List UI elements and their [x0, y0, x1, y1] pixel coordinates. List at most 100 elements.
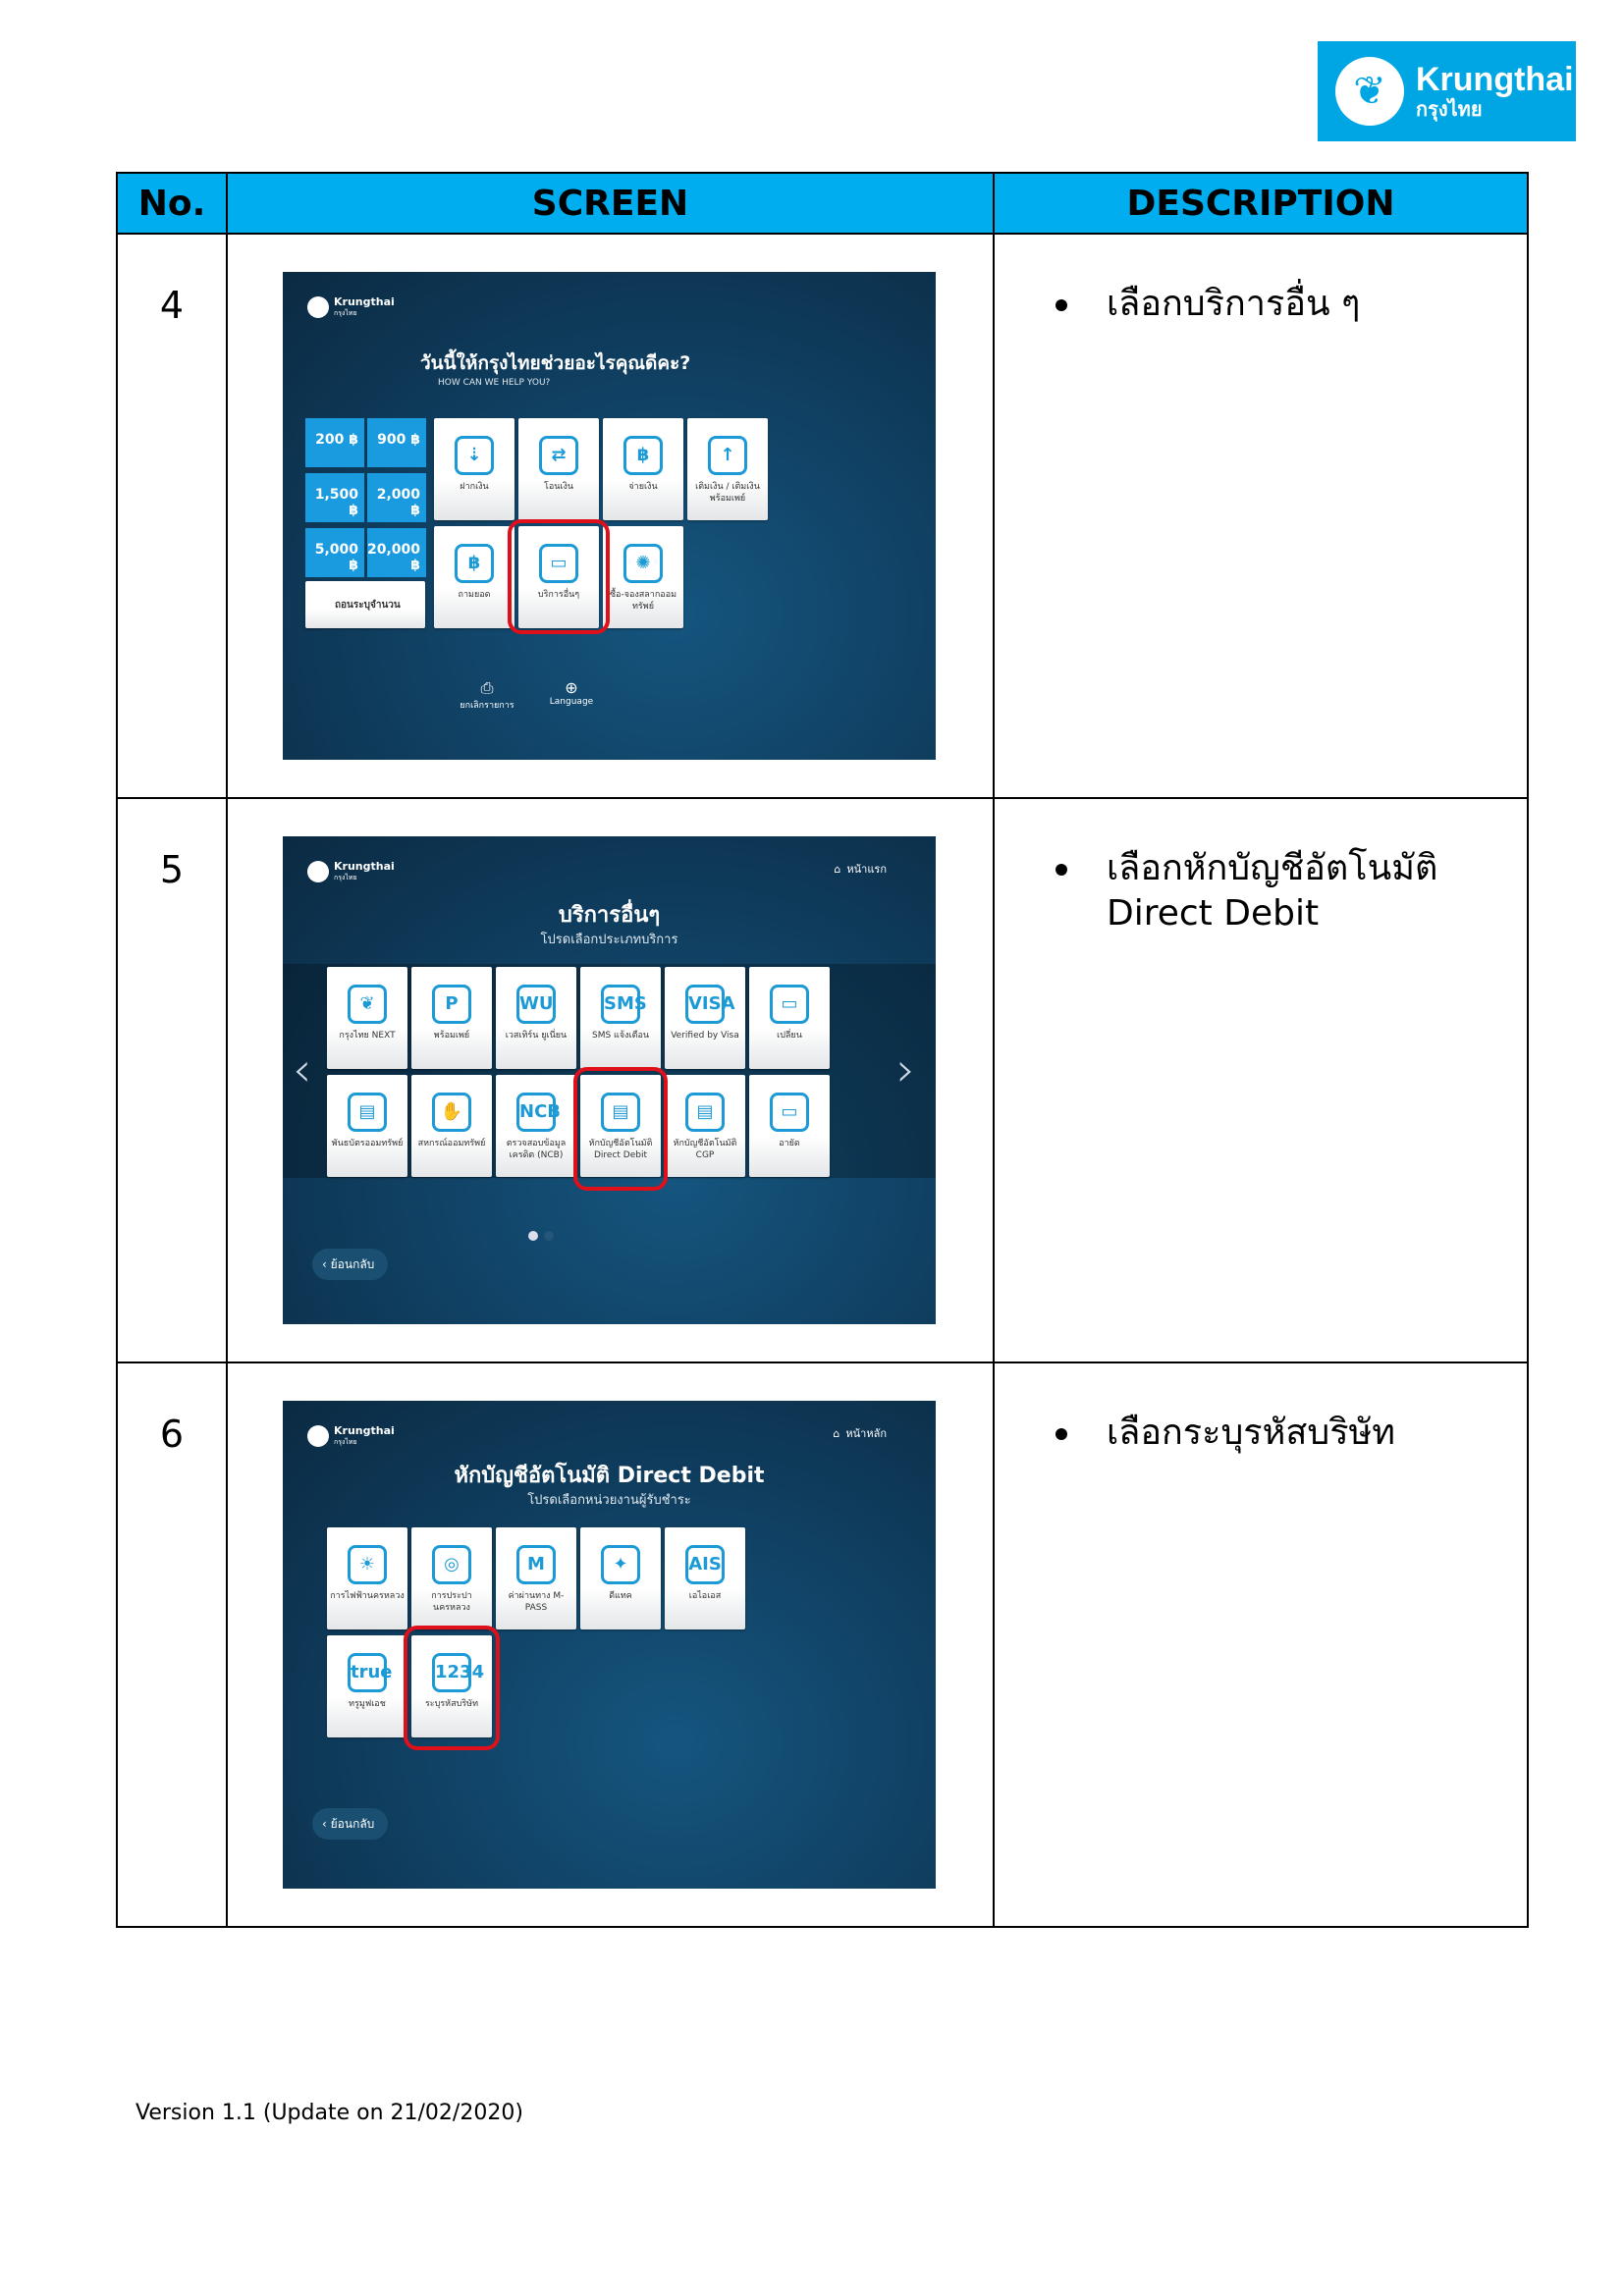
service-icon: ▤	[685, 1093, 725, 1132]
custom-withdraw-button[interactable]: ถอนระบุจำนวน	[305, 581, 425, 628]
logo-name: Krungthai	[1416, 61, 1574, 98]
service-tile[interactable]: true ทรูมูฟเอช	[327, 1635, 407, 1737]
service-icon: ฿	[455, 544, 494, 583]
quick-amount-button[interactable]: 5,000 ฿	[305, 528, 364, 577]
tile-label: ทรูมูฟเอช	[349, 1699, 386, 1709]
cancel-button[interactable]: ⎙ยกเลิกรายการ	[458, 678, 516, 712]
service-tile[interactable]: ▤ พันธบัตรออมทรัพย์	[327, 1075, 407, 1177]
tile-label: การประปานครหลวง	[431, 1591, 472, 1613]
quick-amount-button[interactable]: 900 ฿	[367, 418, 426, 467]
prev-arrow-icon[interactable]: ‹	[293, 1042, 312, 1097]
service-tile[interactable]: 1234 ระบุรหัสบริษัท	[411, 1635, 492, 1737]
quick-amount-button[interactable]: 200 ฿	[305, 418, 364, 467]
service-icon: NCB	[516, 1093, 561, 1132]
quick-amount-button[interactable]: 1,500 ฿	[305, 473, 364, 522]
service-icon: ❦	[348, 985, 387, 1024]
tile-label: SMS แจ้งเตือน	[592, 1031, 649, 1041]
tile-label: ถามยอด	[458, 590, 491, 600]
tile-label: ดีแทค	[609, 1591, 632, 1601]
next-arrow-icon[interactable]: ›	[896, 1042, 916, 1097]
balance-tile[interactable]: ฿ถามยอด	[434, 526, 514, 628]
transfer-tile[interactable]: ⇄ โอนเงิน	[518, 418, 599, 520]
tile-label: ค่าผ่านทาง M-PASS	[508, 1591, 565, 1613]
tile-label: ระบุรหัสบริษัท	[424, 1699, 479, 1709]
service-tile[interactable]: ◎ การประปานครหลวง	[411, 1527, 492, 1629]
screen-subtitle: HOW CAN WE HELP YOU?	[438, 378, 551, 388]
tile-label: พร้อมเพย์	[433, 1031, 470, 1041]
home-button[interactable]: ⌂หน้าแรก	[834, 862, 887, 877]
tile-label: หักบัญชีอัตโนมัติ CGP	[673, 1139, 737, 1160]
quick-amount-button[interactable]: 2,000 ฿	[367, 473, 426, 522]
tile-label: จ่ายเงิน	[628, 482, 658, 492]
service-icon: ↑	[708, 436, 747, 475]
service-tile[interactable]: ▭เปลี่ยน	[749, 967, 830, 1069]
topup-tile[interactable]: ↑เติมเงิน / เติมเงินพร้อมเพย์	[687, 418, 768, 520]
tile-label: เอไอเอส	[688, 1591, 722, 1601]
service-tile[interactable]: NCB ตรวจสอบข้อมูลเครดิต (NCB)	[496, 1075, 576, 1177]
service-icon: ⇄	[539, 436, 578, 475]
step-number: 4	[116, 233, 228, 799]
service-icon: true	[348, 1653, 393, 1692]
home-button[interactable]: ⌂หน้าหลัก	[833, 1426, 887, 1441]
logo-thai: กรุงไทย	[1416, 97, 1483, 121]
header-description: DESCRIPTION	[993, 172, 1529, 235]
service-icon: ▭	[770, 985, 809, 1024]
service-icon: 1234	[432, 1653, 484, 1692]
service-icon: ◎	[432, 1545, 471, 1584]
service-tile[interactable]: ▤หักบัญชีอัตโนมัติ Direct Debit	[580, 1075, 661, 1177]
service-tile[interactable]: SMS SMS แจ้งเตือน	[580, 967, 661, 1069]
tile-label: ซื้อ-จองสลากออมทรัพย์	[609, 590, 677, 612]
page-dot	[544, 1231, 554, 1241]
service-icon: ✋	[432, 1093, 471, 1132]
description-item: เลือกบริการอื่น ๆ	[1056, 282, 1527, 327]
tile-label: กรุงไทย NEXT	[339, 1031, 396, 1041]
service-icon: ▤	[348, 1093, 387, 1132]
back-button[interactable]: ‹ ย้อนกลับ	[312, 1249, 388, 1280]
page-dot-active	[528, 1231, 538, 1241]
krungthai-logo: ❦ Krungthai กรุงไทย	[1318, 41, 1576, 141]
service-icon: ฿	[623, 436, 663, 475]
service-tile[interactable]: ✋ สหกรณ์ออมทรัพย์	[411, 1075, 492, 1177]
tile-label: ตรวจสอบข้อมูลเครดิต (NCB)	[506, 1139, 567, 1160]
back-button[interactable]: ‹ ย้อนกลับ	[312, 1808, 388, 1840]
tile-label: เวสเทิร์น ยูเนี่ยน	[505, 1031, 568, 1041]
service-icon: P	[432, 985, 471, 1024]
service-tile[interactable]: ❦ กรุงไทย NEXT	[327, 967, 407, 1069]
highlight-box	[404, 1626, 500, 1750]
pay-tile[interactable]: ฿จ่ายเงิน	[603, 418, 683, 520]
home-icon: ⌂	[833, 1426, 840, 1440]
tile-label: โอนเงิน	[543, 482, 573, 492]
service-tile[interactable]: ▤ หักบัญชีอัตโนมัติ CGP	[665, 1075, 745, 1177]
language-button[interactable]: ⊕Language	[542, 678, 601, 707]
service-tile[interactable]: ☀การไฟฟ้านครหลวง	[327, 1527, 407, 1629]
header-no: No.	[116, 172, 228, 235]
service-tile[interactable]: P พร้อมเพย์	[411, 967, 492, 1069]
service-icon: ▭	[539, 544, 578, 583]
screen-subtitle: โปรดเลือกหน่วยงานผู้รับชำระ	[527, 1493, 691, 1508]
service-tile[interactable]: ✦ดีแทค	[580, 1527, 661, 1629]
service-icon: ⇣	[455, 436, 494, 475]
deposit-tile[interactable]: ⇣ฝากเงิน	[434, 418, 514, 520]
tile-label: พันธบัตรออมทรัพย์	[331, 1139, 404, 1148]
screen-title: วันนี้ให้กรุงไทยช่วยอะไรคุณดีคะ?	[420, 352, 691, 374]
tile-label: สหกรณ์ออมทรัพย์	[417, 1139, 486, 1148]
screen-title: หักบัญชีอัตโนมัติ Direct Debit	[454, 1464, 765, 1488]
quick-amount-button[interactable]: 20,000 ฿	[367, 528, 426, 577]
lottery-tile[interactable]: ✺ ซื้อ-จองสลากออมทรัพย์	[603, 526, 683, 628]
service-icon: ✺	[623, 544, 663, 583]
service-icon: SMS	[601, 985, 647, 1024]
service-tile[interactable]: ▭อายัด	[749, 1075, 830, 1177]
tile-label: Verified by Visa	[671, 1031, 739, 1041]
other-services-tile[interactable]: ▭บริการอื่นๆ	[518, 526, 599, 628]
